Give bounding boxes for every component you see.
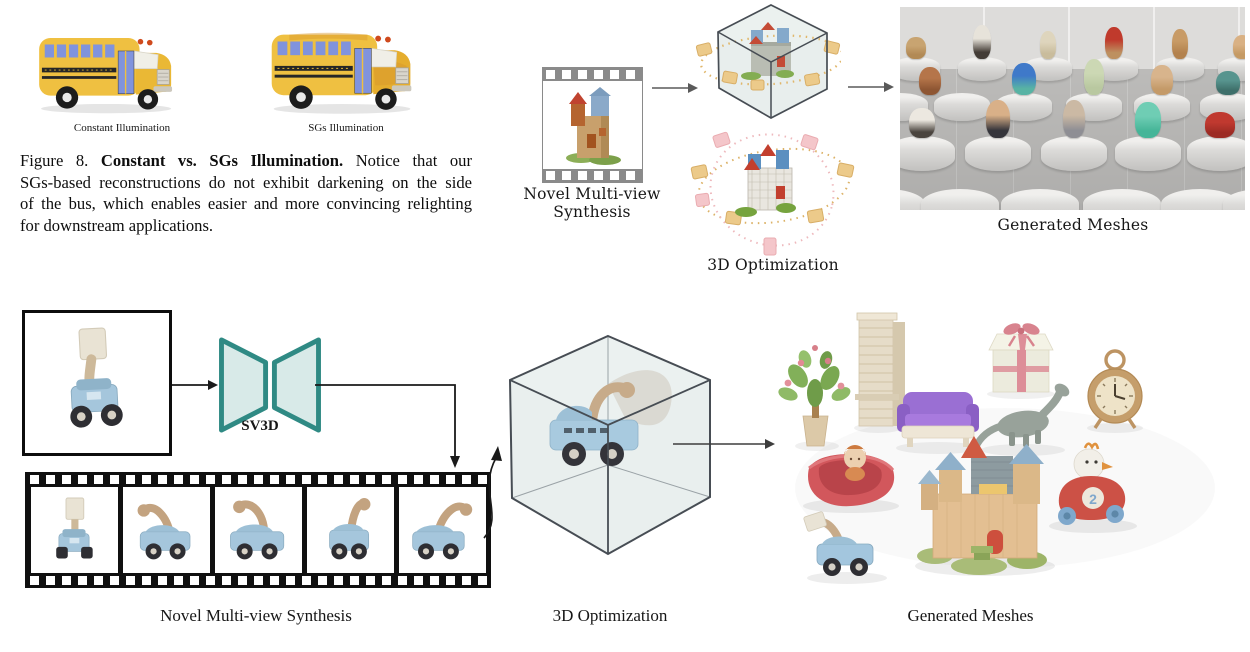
fox-figurine (919, 67, 941, 95)
constant-illumination-label: Constant Illumination (73, 122, 171, 134)
top-optimization-label: 3D Optimization (707, 256, 839, 274)
deer-figurine (1172, 29, 1188, 59)
pedestal (1115, 136, 1181, 171)
pedestal (1001, 189, 1079, 210)
bottom-optimization-cube (508, 334, 711, 556)
caption-line3: of the bus, which enables easier and mor… (20, 194, 472, 214)
filmstrip-sprockets-bottom (543, 169, 642, 182)
pig-figurine (1151, 65, 1173, 95)
cart-figurine (1216, 71, 1240, 95)
pedestal (921, 189, 999, 210)
castle-frame (543, 81, 642, 169)
caption-line2: SGs-based reconstructions do not exhibit… (20, 172, 472, 192)
generated-meshes-photo (900, 7, 1245, 210)
top-filmstrip (542, 67, 643, 183)
orbit-optimization-diagram (690, 131, 855, 256)
teal-figurine (1135, 102, 1161, 138)
generated-meshes-scene: 2 (778, 312, 1143, 584)
figure8-caption: Figure 8. Constant vs. SGs Illumination.… (20, 150, 472, 237)
truck-frame-side (214, 487, 302, 573)
arrow-model-to-filmstrip (315, 384, 460, 468)
arrow-filmstrip-to-cube (652, 83, 698, 93)
pedestal (934, 93, 990, 121)
arrow-input-to-model (172, 380, 218, 390)
boat-with-doll-toy (803, 445, 899, 513)
sv3d-label: SV3D (241, 418, 279, 434)
car-number-badge: 2 (1089, 491, 1097, 507)
pedestal (1161, 189, 1239, 210)
arrow-cube-to-photo (848, 82, 894, 92)
truck-frame-three-quarter-rear (306, 487, 394, 573)
boy-figurine (986, 100, 1010, 138)
filmstrip2-sprockets-bottom (25, 573, 491, 588)
arrow-filmstrip-to-cube-curved (483, 446, 502, 539)
animal-figurine (1233, 35, 1245, 59)
camera-frustums-tan (690, 162, 855, 226)
scene-truck-toy (803, 511, 887, 584)
sv3d-network-icon (219, 337, 321, 433)
caption-line4: for downstream applications. (20, 216, 214, 236)
filmstrip-sprockets-top (543, 68, 642, 81)
mesh-castle (735, 144, 796, 217)
sgs-illumination-label: SGs Illumination (308, 122, 384, 134)
top-meshes-label: Generated Meshes (997, 216, 1149, 234)
bottom-optimization-label: 3D Optimization (552, 606, 668, 625)
caption-line1: Figure 8. Constant vs. SGs Illumination.… (20, 151, 472, 170)
alarm-clock-toy (1087, 349, 1143, 433)
truck-frame-front (30, 487, 118, 573)
handbag-figurine (1205, 112, 1235, 138)
bottom-filmstrip (25, 472, 491, 588)
cube-truck (549, 370, 672, 466)
top-optimization-cube (695, 4, 841, 119)
pedestal (958, 57, 1006, 81)
input-image-box (22, 310, 172, 456)
pedestal (900, 136, 955, 171)
bottom-synthesis-label: Novel Multi-view Synthesis (160, 606, 352, 625)
castle-image (565, 87, 621, 165)
bear-figurine (909, 108, 935, 138)
falcon-figurine (1040, 31, 1056, 59)
filmstrip2-sprockets-top (25, 472, 491, 487)
truck-frame-three-quarter-left (122, 487, 210, 573)
camera-frustums-pink (694, 131, 819, 256)
sofa-toy (896, 392, 980, 454)
pedestal (1083, 189, 1161, 210)
blue-hat-figurine (1012, 63, 1036, 95)
input-truck-image (70, 327, 123, 428)
truck-frame-rear-side (398, 487, 486, 573)
knight-figurine (1063, 100, 1085, 138)
top-synthesis-label: Novel Multi-view Synthesis (523, 185, 661, 221)
gift-box-toy (987, 323, 1055, 399)
block-castle-toy (915, 436, 1055, 576)
bird-race-car-toy: 2 (1049, 442, 1137, 533)
camera-frustums-orange (695, 40, 841, 91)
elephant-figurine (906, 37, 926, 59)
pedestal (1041, 136, 1107, 171)
bottom-meshes-label: Generated Meshes (907, 606, 1034, 625)
bus-sgs-illumination-image (271, 32, 412, 114)
horse-figurine (973, 25, 991, 59)
pedestal (965, 136, 1031, 171)
vendor-figurine (1105, 27, 1123, 59)
arrow-cube-to-scene (673, 439, 775, 449)
pedestal (1187, 136, 1245, 171)
brick-tower-toy (854, 312, 905, 433)
cactus-toy (778, 345, 851, 451)
statue-figurine (1084, 59, 1104, 95)
bus-constant-illumination-image (39, 37, 173, 114)
